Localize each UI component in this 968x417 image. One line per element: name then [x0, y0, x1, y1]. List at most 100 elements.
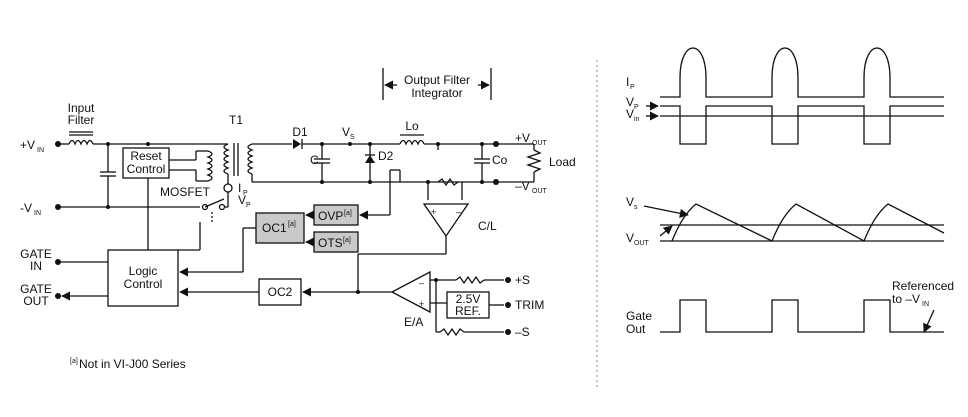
- cl-sense-resistor: [437, 177, 459, 187]
- wave-vin-sub: in: [634, 116, 640, 123]
- t1-label: T1: [229, 113, 243, 127]
- sense-plus-resistor: [455, 275, 485, 285]
- vin-plus-label: +V: [20, 138, 35, 152]
- wave-vin-label: V: [626, 107, 634, 121]
- referenced-label-1: Referenced: [892, 279, 954, 293]
- ea-label: E/A: [404, 315, 423, 329]
- d2-label: D2: [378, 149, 394, 163]
- ref-label-1: 2.5V: [456, 292, 481, 306]
- reset-control-block: [122, 147, 170, 179]
- vp-sub: P: [246, 202, 251, 209]
- sense-minus-label: –S: [515, 325, 530, 339]
- schematic: Input Filter +V IN -V IN Reset Control: [20, 68, 576, 371]
- wave-vp: [660, 105, 944, 145]
- footnote-mark: [a]: [70, 358, 78, 365]
- wave-ip-sub: P: [630, 84, 635, 91]
- ref-block: [446, 291, 490, 319]
- vp-label: V: [238, 193, 246, 207]
- vin-minus-sub: IN: [34, 210, 41, 217]
- diode-d1: [293, 139, 301, 149]
- wave-vs-sub: s: [634, 204, 638, 211]
- diode-d2: [365, 155, 375, 163]
- input-filter-label-2: Filter: [68, 113, 95, 127]
- vout-minus-sub: OUT: [532, 188, 548, 195]
- load-resistor: [525, 149, 543, 173]
- input-inductor: [68, 139, 94, 146]
- input-filter: Input Filter: [68, 101, 95, 146]
- output-filter-label-1: Output Filter: [404, 73, 470, 87]
- reset-winding: [206, 150, 213, 182]
- gate-out-terminal[interactable]: [55, 293, 61, 299]
- cap-c-label: C: [310, 153, 319, 167]
- oc1-block: [255, 212, 305, 244]
- reset-control-label-2: Control: [127, 162, 166, 176]
- vout-plus-sub: OUT: [532, 140, 548, 147]
- logic-control-label-2: Control: [124, 277, 163, 291]
- vin-minus-label: -V: [20, 201, 32, 215]
- output-filter-integrator: Output Filter Integrator: [382, 68, 492, 100]
- wave-vs: [671, 203, 945, 242]
- wave-vp-sub: P: [634, 104, 639, 111]
- d1-label: D1: [292, 125, 308, 139]
- inductor-lo: [399, 139, 425, 146]
- referenced-label-2: to –V: [892, 292, 920, 306]
- wave-vout-label: V: [626, 231, 634, 245]
- vout-minus-label: –V: [515, 179, 530, 193]
- sense-minus-terminal[interactable]: [505, 329, 511, 335]
- wave-gate-out: [660, 299, 944, 333]
- load-label: Load: [549, 155, 576, 169]
- gate-out-label-2: OUT: [23, 294, 49, 308]
- wave-ip-label: I: [626, 75, 629, 89]
- vs-sub: S: [350, 134, 355, 141]
- trim-label: TRIM: [515, 298, 544, 312]
- wave-vs-label: V: [626, 195, 634, 209]
- t1-primary: [223, 143, 230, 175]
- ea-minus: –: [419, 278, 424, 288]
- ea-plus: +: [419, 299, 424, 309]
- cl-amplifier: [422, 203, 470, 238]
- wave-gate-out-label-2: Out: [626, 322, 646, 336]
- wave-vout-sub: OUT: [634, 240, 650, 247]
- wave-ip: [660, 47, 944, 98]
- waveforms: I P V P V in V s V OUT Gate Out Referenc…: [626, 47, 954, 336]
- wave-vp-label: V: [626, 95, 634, 109]
- vout-plus-label: +V: [515, 131, 530, 145]
- gate-out-label-1: GATE: [20, 282, 52, 296]
- ea-amplifier: [390, 270, 431, 314]
- ovp-label: OVP: [318, 209, 343, 223]
- trim-terminal[interactable]: [505, 302, 511, 308]
- lo-label: Lo: [405, 119, 419, 133]
- ovp-note: [a]: [344, 210, 352, 217]
- logic-control-label-1: Logic: [129, 264, 158, 278]
- ip-label: I: [238, 181, 241, 195]
- oc1-note: [a]: [288, 221, 296, 228]
- cl-label: C/L: [478, 219, 497, 233]
- cl-plus: +: [431, 207, 436, 217]
- vs-label: V: [342, 125, 350, 139]
- sense-plus-label: +S: [515, 273, 530, 287]
- ip-sub: P: [243, 190, 248, 197]
- sense-minus-resistor: [439, 327, 465, 337]
- sense-plus-terminal[interactable]: [505, 277, 511, 283]
- oc2-block: [258, 278, 302, 306]
- gate-in-label-2: IN: [30, 259, 42, 273]
- ip-sense: [223, 183, 233, 193]
- wave-gate-out-label-1: Gate: [626, 309, 652, 323]
- t1-secondary: [247, 143, 254, 175]
- ref-label-2: REF.: [455, 304, 481, 318]
- mosfet-label: MOSFET: [160, 185, 211, 199]
- footnote-text: Not in VI-J00 Series: [79, 357, 186, 371]
- cap-co-label: Co: [492, 153, 508, 167]
- referenced-sub: IN: [922, 301, 929, 308]
- ots-label: OTS: [318, 236, 343, 250]
- output-filter-label-2: Integrator: [411, 86, 462, 100]
- oc2-label: OC2: [268, 285, 293, 299]
- reset-control-label-1: Reset: [130, 149, 162, 163]
- vin-plus-sub: IN: [37, 147, 44, 154]
- cl-minus: –: [456, 207, 461, 217]
- oc1-label: OC1: [262, 221, 287, 235]
- gate-in-label-1: GATE: [20, 247, 52, 261]
- input-filter-label-1: Input: [68, 101, 95, 115]
- logic-control-block: [107, 249, 179, 307]
